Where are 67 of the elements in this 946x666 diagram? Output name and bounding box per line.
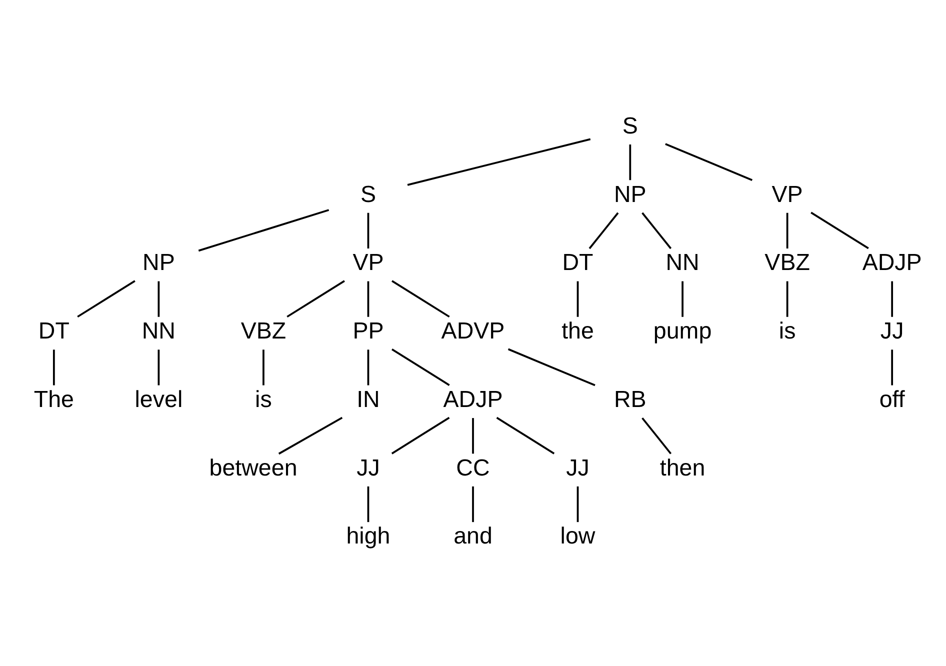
connector [407,138,591,186]
connector [810,212,869,250]
node-text: ADJP [862,249,922,276]
node-text: JJ [880,318,904,344]
node-text: level [134,386,183,412]
node-text: NN [666,249,700,276]
connector [642,212,672,250]
connector [682,281,684,317]
node-text: JJ [566,454,590,480]
connector [262,350,264,386]
connector [367,486,370,522]
node-text: low [560,522,596,549]
node-text: IN [356,386,380,412]
node-text: and [454,522,492,549]
connector [665,143,753,181]
node-text: PP [352,318,384,344]
node-text: ADVP [441,318,505,344]
connector [786,212,788,248]
node-text: is [255,386,272,412]
connector [588,212,619,250]
connector [391,416,450,454]
connector [786,281,788,317]
node-text: VBZ [240,318,286,344]
node-text: S [622,112,638,138]
node-text: VBZ [764,249,810,276]
node-text: DT [562,249,594,276]
node-text: NP [142,249,175,276]
connector [576,281,579,317]
node-text: then [660,454,706,480]
node-text: DT [38,318,70,344]
connector [77,280,136,318]
node-text: NN [142,318,176,344]
node-text: VP [352,249,384,276]
connector [472,418,474,454]
node-text: pump [653,318,712,344]
connector [278,416,343,455]
node-text: between [209,454,298,480]
connector [496,416,555,454]
connector [158,350,160,386]
connector [629,144,632,180]
connector [392,348,450,386]
node-text: NP [614,180,646,207]
node-text: off [879,386,905,412]
node-text: RB [614,386,646,412]
node-text: is [778,318,796,344]
node-text: S [360,180,376,207]
connector [367,281,370,317]
node-text: ADJP [443,386,503,412]
connector [472,486,474,522]
connector [508,348,596,386]
node-text: The [34,386,74,412]
connector [642,417,672,454]
node-text: high [346,522,390,549]
connector [891,281,894,317]
connector [52,350,55,386]
connector [367,212,370,248]
connector [198,209,330,252]
node-text: CC [456,454,490,480]
node-text: the [562,318,594,344]
connector [158,281,160,317]
connector [286,280,345,318]
connector [576,486,579,522]
connector [891,350,894,386]
connector [367,350,370,386]
connector [392,280,450,318]
node-text: JJ [356,454,380,480]
node-text: VP [772,180,803,207]
